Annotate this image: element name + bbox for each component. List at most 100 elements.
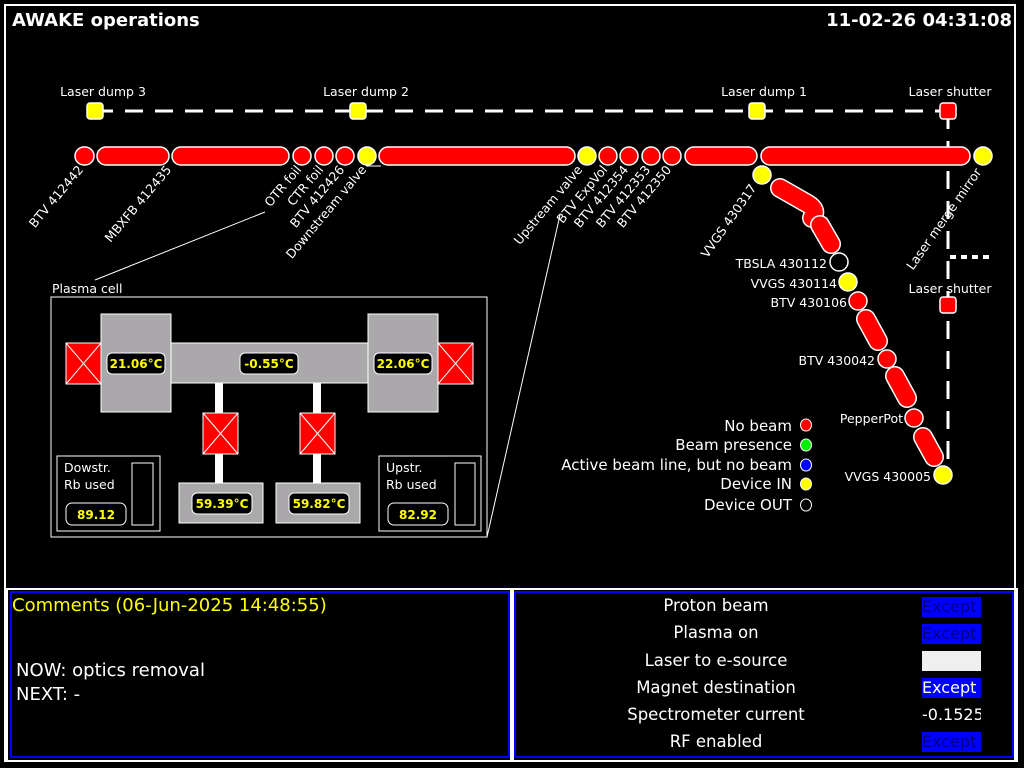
status-label-proton-beam: Proton beam [663, 596, 769, 615]
beam-segment[interactable] [74, 146, 95, 166]
laser-shutter-top-label: Laser shutter [909, 84, 993, 99]
leader-line [486, 214, 561, 538]
upstream-valve-indicator[interactable] [577, 146, 597, 166]
temp-center-box [239, 352, 299, 375]
temp-reservoir-left-box [191, 492, 253, 515]
laser-shutter-top-indicator[interactable] [939, 102, 957, 120]
upstream-rb-bar [454, 462, 476, 526]
downstream-rb-value: 89.12 [77, 508, 115, 522]
laser-shutter-lower-label: Laser shutter [909, 281, 993, 296]
downstream-valve-indicator[interactable] [357, 146, 377, 166]
laser-dump-2-indicator[interactable] [349, 102, 367, 120]
comment-next: NEXT: - [16, 684, 81, 705]
legend-device-out-label: Device OUT [704, 496, 793, 514]
laser-dump-2[interactable]: Laser dump 2 [323, 84, 409, 120]
vvgs-430114-indicator[interactable] [838, 272, 858, 292]
beam-segment[interactable] [171, 146, 290, 166]
label-btv-412442: BTV 412442 [26, 162, 87, 230]
upstream-rb-panel: Upstr. Rb used 82.92 [378, 455, 482, 532]
app-title: AWAKE operations [12, 10, 200, 31]
beam-segment[interactable] [914, 428, 943, 466]
legend: No beam Beam presence Active beam line, … [561, 417, 812, 514]
valve-reservoir-right[interactable] [299, 412, 336, 455]
main-beamline [74, 146, 993, 166]
beam-segment[interactable] [760, 146, 971, 166]
temp-downstream: 21.06°C [110, 357, 163, 371]
beamline-synoptic: Laser dump 3 Laser dump 2 Laser dump 1 L… [26, 84, 993, 538]
laser-dump-1-label: Laser dump 1 [721, 84, 807, 99]
status-value-plasma-on: Except [922, 624, 981, 644]
label-vvgs-430114: VVGS 430114 [751, 276, 837, 291]
temp-reservoir-right: 59.82°C [293, 497, 346, 511]
beam-segment[interactable] [96, 146, 170, 166]
beam-segment[interactable] [857, 310, 887, 350]
pepperpot-indicator[interactable] [904, 408, 924, 428]
label-vvgs-430005: VVGS 430005 [845, 469, 931, 484]
comment-now: NOW: optics removal [16, 660, 205, 681]
legend-device-out-icon [800, 498, 812, 512]
downstream-rb-panel: Dowstr. Rb used 89.12 [56, 455, 161, 532]
laser-dump-1-indicator[interactable] [748, 102, 766, 120]
btv-412350-indicator[interactable] [662, 146, 682, 166]
laser-merge-mirror-indicator[interactable] [973, 146, 993, 166]
beam-segment[interactable] [684, 146, 758, 166]
temp-center: -0.55°C [244, 357, 294, 371]
btv-412426-indicator[interactable] [335, 146, 355, 166]
label-pepperpot: PepperPot [840, 411, 903, 426]
status-value-rf-enabled: Except [922, 732, 981, 752]
plasma-cell-title: Plasma cell [52, 281, 123, 296]
status-value-laser-to-e-source [922, 651, 981, 671]
upstream-rb-label-1: Upstr. [386, 460, 422, 475]
btv-412353-indicator[interactable] [641, 146, 661, 166]
btv-412354-indicator[interactable] [619, 146, 639, 166]
legend-active-no-beam-label: Active beam line, but no beam [561, 456, 792, 474]
downstream-rb-label-1: Dowstr. [64, 460, 111, 475]
laser-shutter-lower[interactable]: Laser shutter [909, 281, 993, 314]
electron-branch [752, 165, 953, 485]
status-outer-panel [512, 588, 1018, 762]
btv-430042-indicator[interactable] [877, 349, 897, 369]
laser-dump-3[interactable]: Laser dump 3 [60, 84, 146, 120]
status-panel [514, 591, 1014, 758]
legend-beam-presence-label: Beam presence [675, 436, 792, 454]
valve-reservoir-left[interactable] [202, 412, 239, 455]
beam-segment[interactable] [378, 146, 576, 166]
laser-dump-3-label: Laser dump 3 [60, 84, 146, 99]
laser-dump-3-indicator[interactable] [86, 102, 104, 120]
legend-device-in-icon [800, 477, 812, 491]
btv-expvol-indicator[interactable] [598, 146, 618, 166]
laser-shutter-top[interactable]: Laser shutter [909, 84, 993, 120]
beam-segment[interactable] [811, 216, 840, 253]
legend-device-in-label: Device IN [720, 475, 792, 493]
label-vvgs-430317: VVGS 430317 [698, 181, 760, 260]
laser-dump-2-label: Laser dump 2 [323, 84, 409, 99]
tbsla-430112-indicator[interactable] [829, 252, 849, 272]
datetime-readout: 11-02-26 04:31:08 [826, 10, 1012, 31]
laser-dump-1[interactable]: Laser dump 1 [721, 84, 807, 120]
beam-segment[interactable] [886, 367, 916, 407]
status-label-plasma-on: Plasma on [673, 623, 759, 642]
legend-no-beam-icon [800, 418, 812, 432]
vvgs-430317-indicator[interactable] [752, 165, 772, 185]
status-label-rf-enabled: RF enabled [669, 732, 763, 751]
upstream-rb-label-2: Rb used [386, 477, 437, 492]
vvgs-430005-indicator[interactable] [933, 465, 953, 485]
beam-segment[interactable] [771, 179, 823, 227]
valve-upstream[interactable] [437, 342, 474, 385]
status-label-magnet-destination: Magnet destination [636, 678, 796, 697]
valve-downstream[interactable] [65, 342, 102, 385]
legend-active-no-beam-icon [800, 458, 812, 472]
otr-foil-indicator[interactable] [292, 146, 312, 166]
status-value-magnet-destination: Except [922, 678, 981, 698]
status-label-laser-to-e-source: Laser to e-source [644, 651, 788, 670]
ctr-foil-indicator[interactable] [314, 146, 334, 166]
status-value-proton-beam: Except [922, 597, 981, 617]
laser-shutter-lower-indicator[interactable] [939, 296, 957, 314]
label-btv-430042: BTV 430042 [799, 353, 875, 368]
comments-title: Comments (06-Jun-2025 14:48:55) [12, 595, 327, 616]
upstream-rb-value: 82.92 [399, 508, 437, 522]
legend-beam-presence-icon [800, 438, 812, 452]
status-value-spectrometer-current: -0.1525 [922, 705, 981, 724]
btv-430106-indicator[interactable] [848, 291, 868, 311]
label-btv-430106: BTV 430106 [771, 295, 847, 310]
